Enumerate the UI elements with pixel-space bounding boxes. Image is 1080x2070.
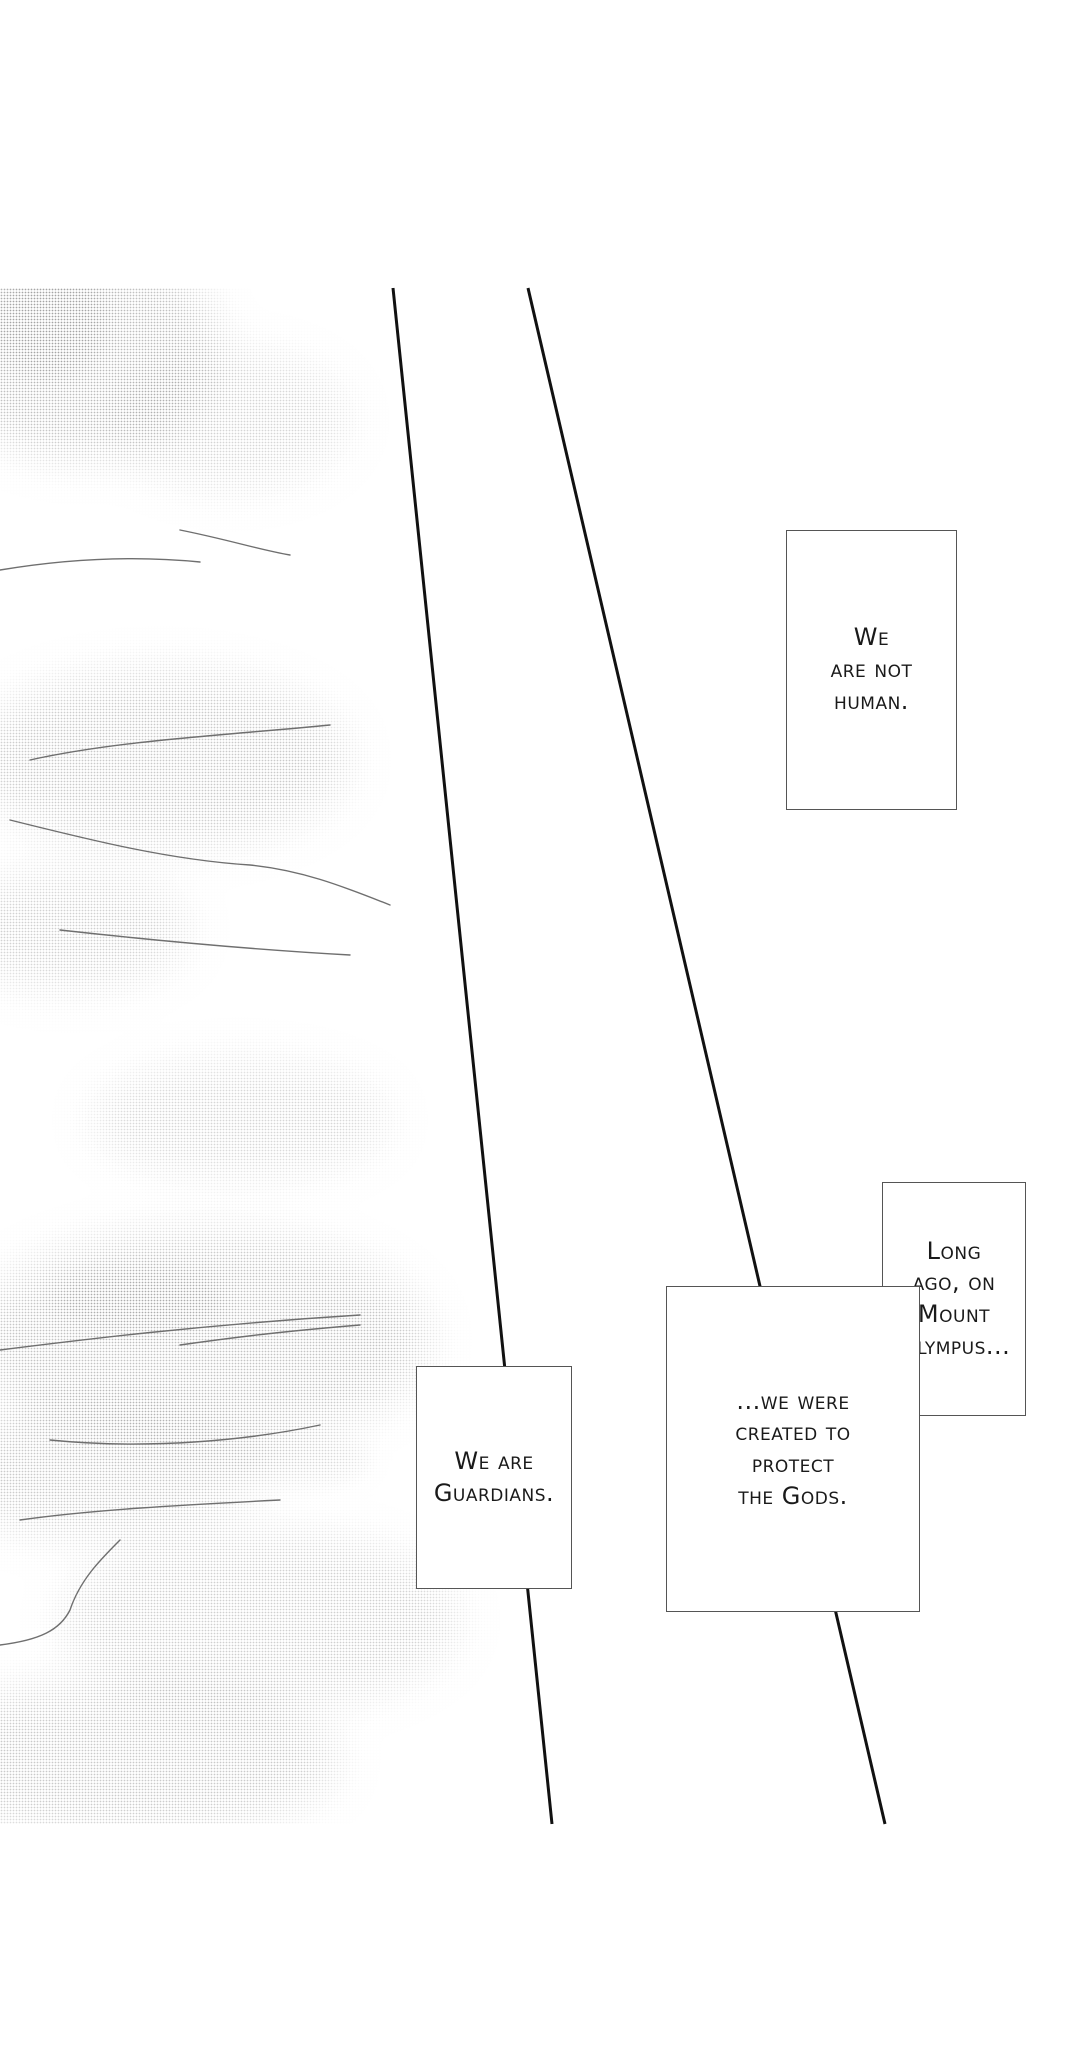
caption-box-not-human: We are not human. (786, 530, 957, 810)
caption-box-protect-gods: ...we were created to protect the Gods. (666, 1286, 920, 1612)
cloud-wisps (0, 529, 391, 1646)
caption-box-guardians: We are Guardians. (416, 1366, 572, 1589)
caption-text-protect-gods: ...we were created to protect the Gods. (735, 1386, 851, 1510)
caption-text-guardians: We are Guardians. (433, 1446, 555, 1507)
caption-text-not-human: We are not human. (830, 623, 913, 715)
cloud-tone (0, 288, 552, 1824)
